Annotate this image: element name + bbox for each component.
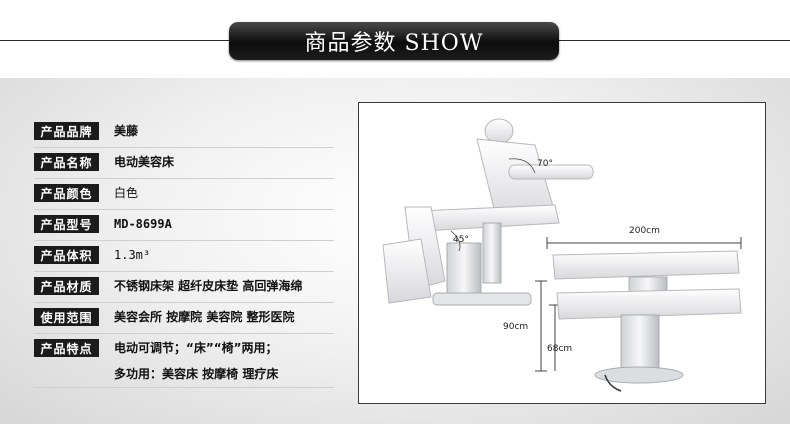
min-height-dimension-label: 68cm [547,344,573,354]
spec-divider [34,209,334,210]
spec-divider [34,387,334,388]
flat-bed-upper-illustration [546,237,742,294]
spec-row-brand: 产品品牌 美藤 [34,122,334,153]
spec-row-volume: 产品体积 1.3m³ [34,246,334,277]
spec-label: 产品名称 [34,153,99,171]
length-dimension-label: 200cm [629,226,660,236]
flat-bed-lower-illustration [535,280,742,392]
spec-value-extra: 多功用：美容床 按摩椅 理疗床 [114,367,279,381]
spec-divider [34,178,334,179]
spec-divider [34,302,334,303]
spec-row-color: 产品颜色 白色 [34,184,334,215]
spec-divider [34,333,334,334]
spec-divider [34,147,334,148]
spec-divider [34,240,334,241]
spec-label: 使用范围 [34,308,99,326]
spec-label: 产品体积 [34,246,99,264]
spec-row-usage: 使用范围 美容会所 按摩院 美容院 整形医院 [34,308,334,339]
spec-value: 电动可调节；“床”“椅”两用； [114,341,278,355]
spec-list: 产品品牌 美藤 产品名称 电动美容床 产品颜色 白色 产品型号 MD-8699A… [34,122,334,393]
spec-label: 产品特点 [34,339,99,357]
spec-row-material: 产品材质 不锈钢床架 超纤皮床垫 高回弹海绵 [34,277,334,308]
spec-label: 产品品牌 [34,122,99,140]
spec-value: MD-8699A [114,217,172,231]
spec-value: 不锈钢床架 超纤皮床垫 高回弹海绵 [114,279,303,293]
spec-row-name: 产品名称 电动美容床 [34,153,334,184]
product-photo: 70° 45° 200cm 90cm 68cm [358,102,766,404]
spec-value: 白色 [114,186,139,200]
spec-value: 美藤 [114,124,139,138]
product-illustration [382,118,742,392]
spec-value: 1.3m³ [114,248,151,262]
spec-value: 电动美容床 [114,155,175,169]
spec-label: 产品型号 [34,215,99,233]
banner-title: 商品参数 SHOW [304,31,484,56]
spec-row-model: 产品型号 MD-8699A [34,215,334,246]
section-banner: 商品参数 SHOW [229,22,559,60]
spec-row-features: 产品特点 电动可调节；“床”“椅”两用； 多功用：美容床 按摩椅 理疗床 [34,339,334,393]
spec-label: 产品材质 [34,277,99,295]
max-height-dimension-label: 90cm [503,322,529,332]
spec-value: 美容会所 按摩院 美容院 整形医院 [114,310,295,324]
chair-mode-illustration [382,118,594,306]
angle-label-top: 70° [537,159,553,169]
spec-label: 产品颜色 [34,184,99,202]
spec-divider [34,271,334,272]
angle-label-bottom: 45° [453,235,469,245]
